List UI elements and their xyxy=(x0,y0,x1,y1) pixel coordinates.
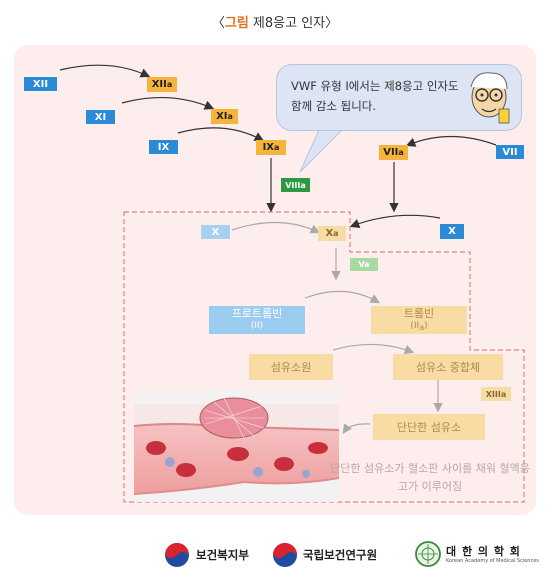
factor-x-right-box: X xyxy=(440,224,464,239)
speech-bubble: VWF 유형 I에서는 제8응고 인자도 함께 감소 됩니다. xyxy=(276,64,522,131)
factor-vii-box: VII xyxy=(496,145,524,159)
bubble-text: VWF 유형 I에서는 제8응고 인자도 함께 감소 됩니다. xyxy=(291,79,459,113)
factor-x-left-box: X xyxy=(201,225,230,239)
academy-seal-icon xyxy=(415,541,441,567)
arrow-to-xa-right xyxy=(349,214,441,228)
academy-name-en: Korean Academy of Medical Sciences xyxy=(446,558,539,564)
arrow-xi-to-xia xyxy=(121,96,215,110)
factor-xii-box: XII xyxy=(24,77,57,91)
clot xyxy=(199,397,269,439)
doctor-mascot-icon xyxy=(470,72,510,124)
thrombin-box: 트롬빈 (IIa) xyxy=(371,306,467,334)
clot-caption: 단단한 섬유소가 혈소판 사이를 채워 혈액응고가 이루어짐 xyxy=(330,462,530,493)
ministry-logo-icon xyxy=(165,543,189,567)
bubble-tail xyxy=(299,127,345,173)
figure-label: 그림 xyxy=(224,16,249,31)
arrow-to-clot xyxy=(342,423,371,434)
figure-title: 〈그림 제8응고 인자〉 xyxy=(211,16,339,31)
blood-vessel-illustration xyxy=(134,390,339,502)
prothrombin-box: 프로트롬빈 (II) xyxy=(209,306,305,334)
arrow-xii-to-xiia xyxy=(59,64,151,78)
factor-xi-box: XI xyxy=(86,110,115,124)
institute-name: 국립보건연구원 xyxy=(303,548,378,562)
arrow-x-to-xa xyxy=(231,221,321,234)
arrow-ix-to-ixa xyxy=(177,127,265,142)
firm-fibrin-box: 단단한 섬유소 xyxy=(373,414,485,440)
institute-logo-icon xyxy=(273,543,297,567)
factor-ix-box: IX xyxy=(149,140,178,154)
arrow-fibrinogen-to-polymer xyxy=(332,343,415,354)
common-pathway-outline xyxy=(123,211,525,503)
ministry-name: 보건복지부 xyxy=(196,548,249,562)
figure-caption-title: 제8응고 인자 xyxy=(252,16,326,31)
arrow-vii-to-viia xyxy=(405,135,497,147)
arrow-prothrombin-to-thrombin xyxy=(304,290,381,304)
factor-va-box: Va xyxy=(350,258,378,271)
fibrin-polymer-box: 섬유소 중합체 xyxy=(393,354,503,380)
academy-name: 대 한 의 학 회 xyxy=(446,545,521,558)
fibrinogen-box: 섬유소원 xyxy=(249,354,333,380)
